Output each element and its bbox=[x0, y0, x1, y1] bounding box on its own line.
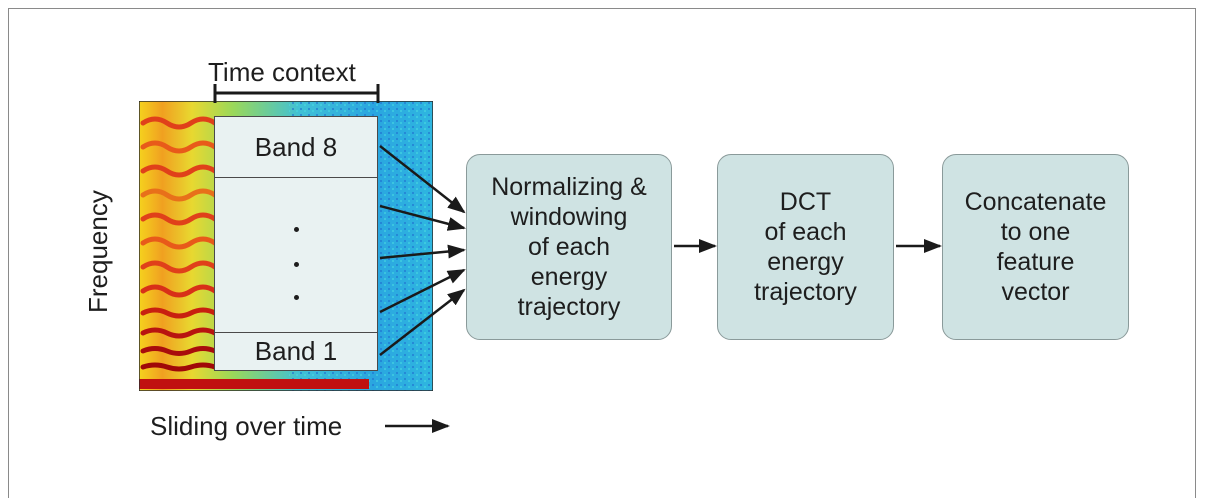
band-to-step-arrows bbox=[379, 145, 466, 356]
time-context-label: Time context bbox=[208, 57, 356, 87]
band-stack: Band 8 Band 1 bbox=[214, 116, 378, 371]
step-concatenate-label: Concatenate to one feature vector bbox=[964, 188, 1107, 306]
band-bottom-label: Band 1 bbox=[254, 335, 338, 366]
step-dct-label: DCT of each energy trajectory bbox=[754, 188, 857, 306]
time-context-bracket bbox=[213, 84, 380, 103]
ellipsis-dot-3 bbox=[294, 295, 299, 300]
sliding-over-time-label: Sliding over time bbox=[150, 411, 343, 441]
step-normalizing-box: Normalizing & windowing of each energy t… bbox=[466, 154, 672, 340]
figure-frame bbox=[8, 8, 1196, 498]
step-normalizing-label: Normalizing & windowing of each energy t… bbox=[491, 173, 647, 321]
ellipsis-dot-1 bbox=[294, 227, 299, 232]
step-concatenate-box: Concatenate to one feature vector bbox=[942, 154, 1129, 340]
band-divider-bottom bbox=[215, 332, 377, 333]
band-top-label: Band 8 bbox=[254, 131, 338, 162]
band-divider-top bbox=[215, 177, 377, 178]
ellipsis-dot-2 bbox=[294, 262, 299, 267]
step-dct-box: DCT of each energy trajectory bbox=[717, 154, 894, 340]
